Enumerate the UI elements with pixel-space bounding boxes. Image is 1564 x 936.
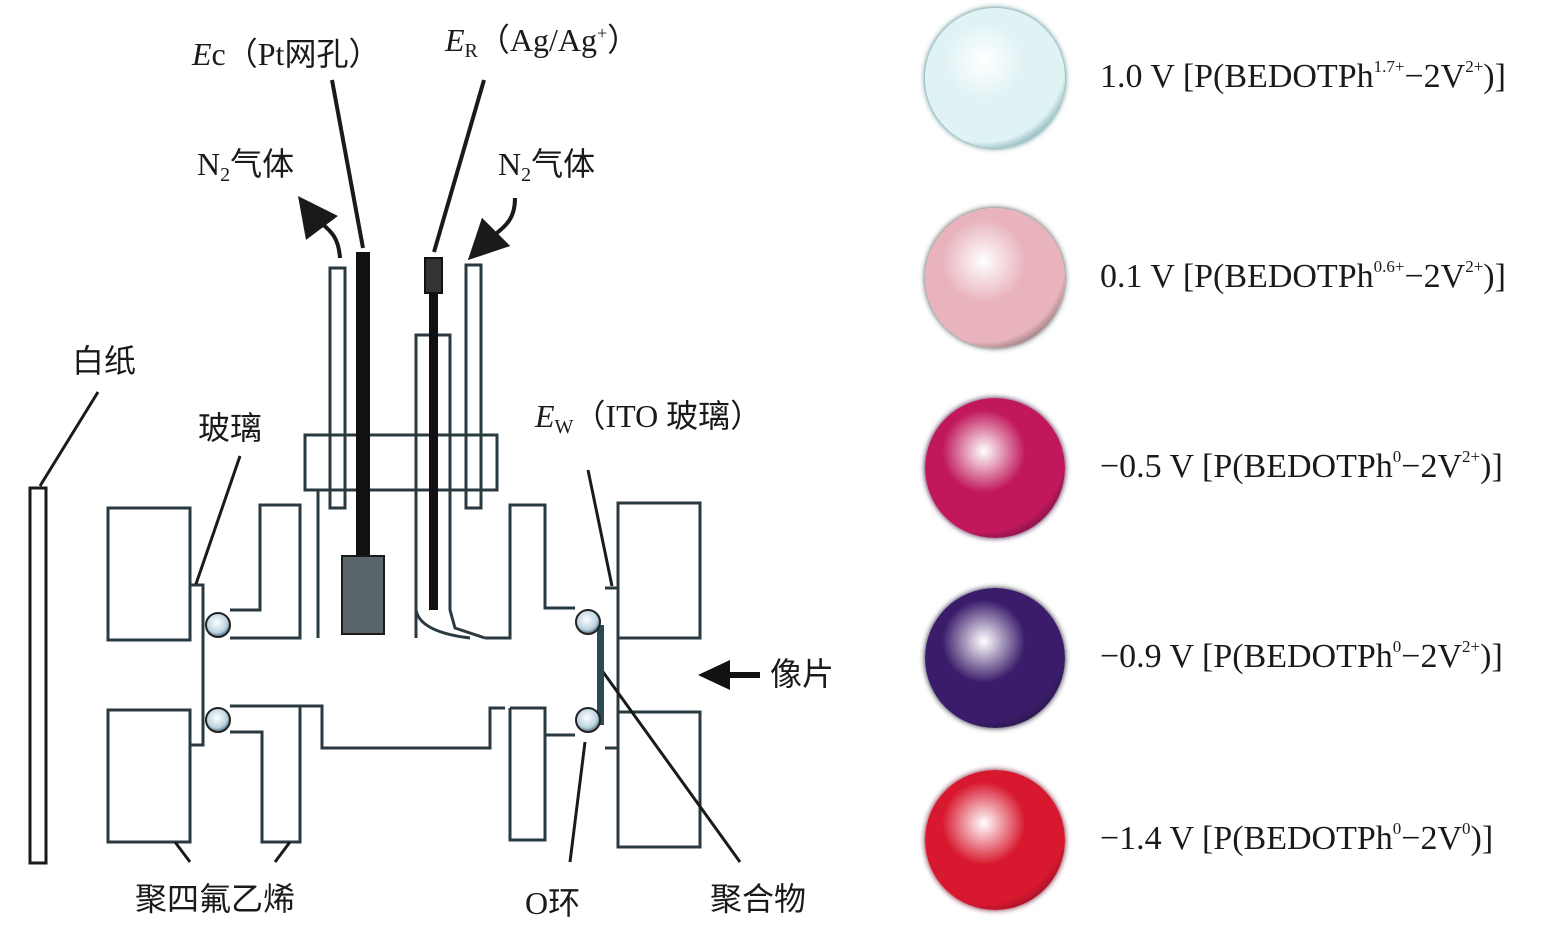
- state-label: 0.1 V [P(BEDOTPh0.6+−2V2+)]: [1100, 257, 1506, 295]
- reference-tip: [414, 609, 471, 640]
- ptfe-right-inner-bottom: [508, 706, 547, 842]
- reference-electrode-cap: [424, 257, 443, 294]
- o-ring: [205, 612, 231, 638]
- state-label: −0.9 V [P(BEDOTPh0−2V2+)]: [1100, 637, 1503, 675]
- reference-electrode-label: ER（Ag/Ag+）: [445, 22, 640, 62]
- ptfe-block-right-bottom: [616, 710, 702, 849]
- counter-leader: [330, 79, 365, 249]
- gas-tube-outlet: [328, 266, 347, 510]
- n2-gas-in-label: N2气体: [498, 146, 596, 186]
- counter-electrode-mesh: [341, 555, 385, 635]
- polymer-label: 聚合物: [710, 881, 807, 917]
- ptfe-l-left-bottom-2: [230, 706, 302, 844]
- polymer-film: [597, 625, 604, 725]
- state-row: 1.0 V [P(BEDOTPh1.7+−2V2+)]: [925, 8, 1555, 148]
- ptfe-l-left-bottom: [230, 704, 505, 750]
- ptfe-block-right-top: [616, 501, 702, 640]
- state-label: 1.0 V [P(BEDOTPh1.7+−2V2+)]: [1100, 57, 1506, 95]
- electrode-color-disc: [925, 398, 1065, 538]
- state-row: −0.5 V [P(BEDOTPh0−2V2+)]: [925, 398, 1555, 538]
- electrode-color-disc: [925, 770, 1065, 910]
- ptfe-block-left-bottom: [106, 708, 192, 844]
- ito-glass: [605, 586, 620, 750]
- gas-tube-inlet: [464, 263, 483, 510]
- glass-leader: [194, 455, 242, 585]
- o-ring-label: O环: [525, 885, 581, 921]
- photo-arrow-icon: [698, 660, 760, 690]
- polymer-leader: [596, 664, 742, 863]
- state-row: −0.9 V [P(BEDOTPh0−2V2+)]: [925, 588, 1555, 728]
- counter-electrode-label: Ec（Pt网孔）: [192, 36, 381, 72]
- reference-holder: [414, 333, 486, 640]
- n2-out-arrow-icon: [297, 196, 342, 259]
- glass-plate-left: [190, 583, 205, 747]
- o-ring: [575, 707, 601, 733]
- photo-label: 像片: [770, 656, 835, 692]
- counter-electrode-rod: [356, 252, 370, 558]
- electrode-color-disc: [925, 8, 1065, 148]
- o-ring: [575, 609, 601, 635]
- ptfe-leader-1: [173, 841, 192, 863]
- state-label: −0.5 V [P(BEDOTPh0−2V2+)]: [1100, 447, 1503, 485]
- reference-electrode-wire: [429, 288, 438, 610]
- o-ring: [205, 707, 231, 733]
- working-electrode-label: EW（ITO 玻璃）: [535, 398, 763, 438]
- state-row: −1.4 V [P(BEDOTPh0−2V0)]: [925, 770, 1555, 910]
- ptfe-right-inner: [485, 503, 575, 640]
- ptfe-label: 聚四氟乙烯: [135, 881, 296, 917]
- glass-label: 玻璃: [198, 410, 263, 446]
- white-paper-leader: [38, 391, 100, 487]
- n2-in-arrow-icon: [467, 197, 517, 261]
- electrode-color-disc: [925, 208, 1065, 348]
- state-row: 0.1 V [P(BEDOTPh0.6+−2V2+)]: [925, 208, 1555, 348]
- state-label: −1.4 V [P(BEDOTPh0−2V0)]: [1100, 819, 1494, 857]
- top-cap: [303, 433, 499, 492]
- electrode-color-disc: [925, 588, 1065, 728]
- white-paper: [28, 486, 48, 865]
- ptfe-block-left-top: [106, 506, 192, 642]
- white-paper-label: 白纸: [72, 343, 137, 379]
- ptfe-leader-2: [273, 841, 292, 863]
- ptfe-l-left-top: [230, 503, 302, 640]
- ito-leader: [586, 469, 614, 587]
- o-ring-leader: [568, 741, 587, 863]
- reference-leader: [432, 79, 486, 253]
- n2-gas-out-label: N2气体: [197, 146, 295, 186]
